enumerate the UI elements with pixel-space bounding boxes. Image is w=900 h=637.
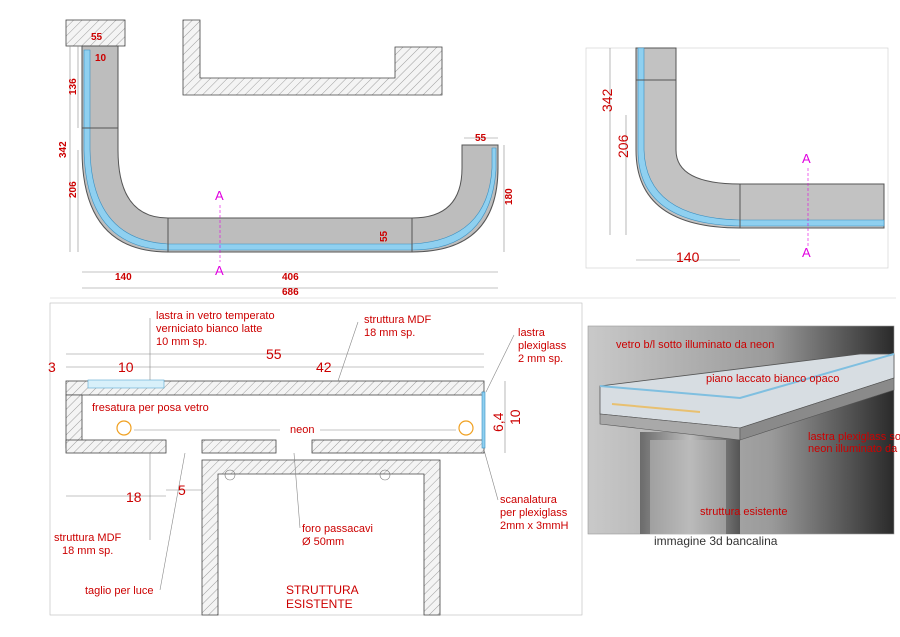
label-mdf-bottom-2: 18 mm sp. (62, 545, 113, 557)
label-plexi-2: plexiglass (518, 340, 567, 352)
plan-top-view: 55 10 136 342 206 55 180 55 140 406 686 … (58, 19, 515, 298)
sec-dim-gap: 5 (178, 482, 186, 498)
label-existing-2: ESISTENTE (286, 597, 353, 611)
plan-detail-view: 342 206 140 A A (585, 47, 889, 269)
dim-right-height: 180 (504, 188, 515, 205)
detail-dim-total-height: 342 (599, 88, 615, 112)
label-neon: neon (290, 424, 314, 436)
label-groove-2: per plexiglass (500, 507, 568, 519)
label-mdf-top-2: 18 mm sp. (364, 327, 415, 339)
render-label-plexi-2: neon illuminato da ne (808, 443, 900, 455)
label-mdf-top-1: struttura MDF (364, 314, 432, 326)
detail-dim-left-span: 140 (676, 249, 700, 265)
dim-top-width: 55 (91, 32, 103, 43)
dim-right-width: 55 (475, 133, 487, 144)
label-cable-hole-2: Ø 50mm (302, 536, 344, 548)
render-caption: immagine 3d bancalina (654, 534, 778, 548)
detail-section-mark-bottom: A (802, 245, 811, 260)
label-plexi-1: lastra (518, 327, 546, 339)
section-mark-top: A (215, 188, 224, 203)
neon-right (458, 420, 474, 436)
detail-counter-shape (635, 47, 885, 229)
sec-dim-edge: 3 (48, 359, 56, 375)
wall-outline (182, 19, 443, 96)
render-3d-view: vetro b/l sotto illuminato da neon piano… (587, 325, 900, 548)
label-glass-sheet-1: lastra in vetro temperato (156, 310, 275, 322)
sec-dim-mdf: 42 (316, 359, 332, 375)
label-glass-sheet-3: 10 mm sp. (156, 336, 207, 348)
label-plexi-3: 2 mm sp. (518, 353, 563, 365)
existing-structure (201, 459, 441, 616)
label-existing-1: STRUTTURA (286, 583, 359, 597)
detail-glass-strip (637, 47, 885, 227)
neon-left (116, 420, 132, 436)
render-label-plexi-1: lastra plexiglass sotti (808, 431, 900, 443)
dim-inner-offset: 10 (95, 53, 107, 64)
section-mark-bottom: A (215, 263, 224, 278)
wall-block (65, 19, 126, 47)
label-light-cut: taglio per luce (85, 585, 154, 597)
sec-dim-height: 10 (507, 409, 523, 425)
dim-middle-span: 406 (282, 272, 299, 283)
label-glass-sheet-2: verniciato bianco latte (156, 323, 262, 335)
section-view: 3 10 55 42 10 6,4 18 5 lastra in vetro t… (48, 302, 583, 616)
label-groove-1: scanalatura (500, 494, 558, 506)
dim-upper-height: 136 (68, 78, 79, 95)
detail-dim-lower-height: 206 (615, 134, 631, 158)
sec-dim-total: 55 (266, 346, 282, 362)
label-mdf-bottom-1: struttura MDF (54, 532, 122, 544)
detail-section-mark-top: A (802, 151, 811, 166)
glass-strip (83, 49, 497, 251)
sec-dim-plexi-height: 6,4 (490, 412, 506, 432)
sec-dim-offset: 18 (126, 489, 142, 505)
render-label-top: piano laccato bianco opaco (706, 373, 839, 385)
sec-dim-glass: 10 (118, 359, 134, 375)
label-milling: fresatura per posa vetro (92, 402, 209, 414)
dim-total-span: 686 (282, 287, 299, 298)
plexi-sheet (481, 391, 486, 449)
dim-total-height: 342 (58, 141, 69, 158)
glass-sheet (87, 379, 165, 389)
dim-left-span: 140 (115, 272, 132, 283)
dim-section-depth: 55 (379, 230, 390, 242)
label-groove-3: 2mm x 3mmH (500, 520, 569, 532)
dim-lower-height: 206 (68, 181, 79, 198)
label-cable-hole-1: foro passacavi (302, 523, 373, 535)
render-label-structure: struttura esistente (700, 506, 787, 518)
render-label-glass: vetro b/l sotto illuminato da neon (616, 339, 774, 351)
